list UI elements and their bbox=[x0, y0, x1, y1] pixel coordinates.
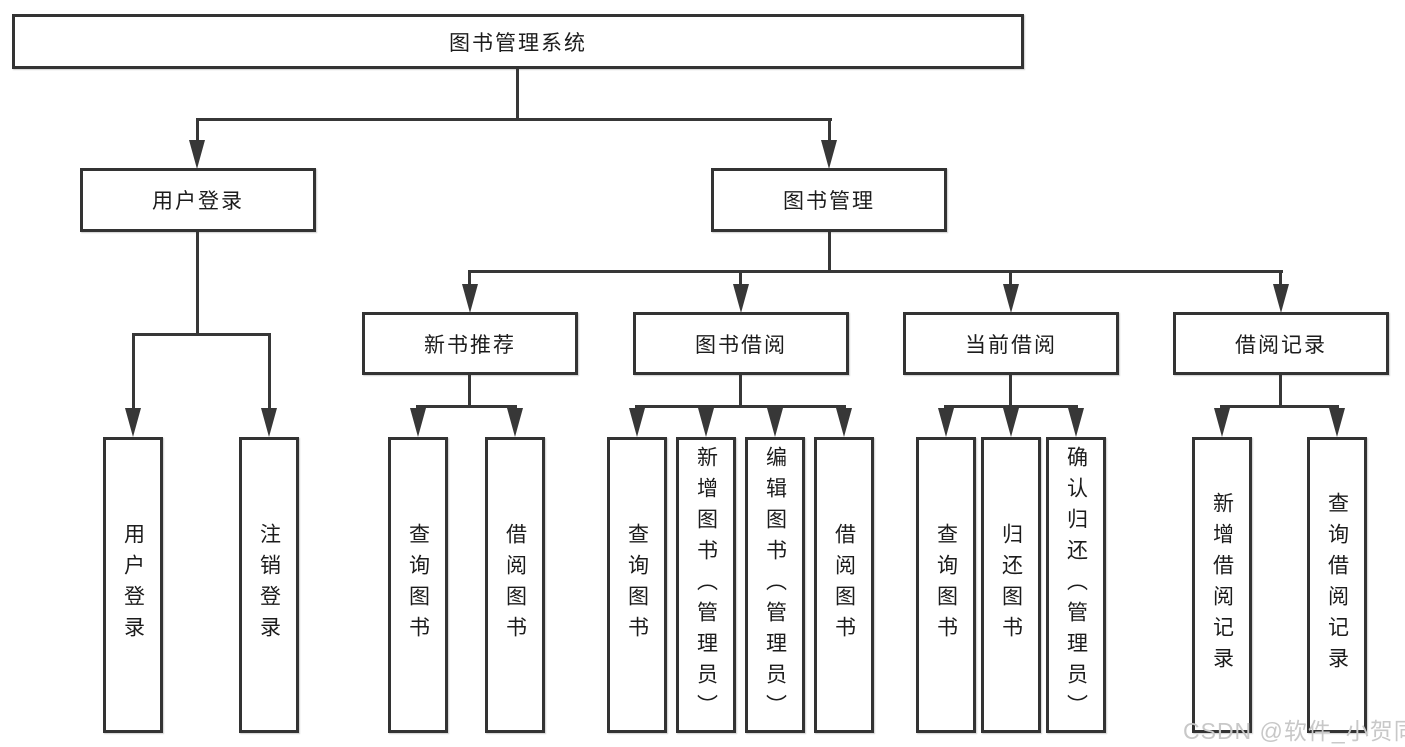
node-new-book-recommend: 新书推荐 bbox=[362, 312, 578, 375]
node-borrow-records: 借阅记录 bbox=[1173, 312, 1389, 375]
node-label: 查询借阅记录 bbox=[1325, 492, 1349, 678]
connector-group-drop bbox=[739, 273, 742, 286]
arrow-down-icon bbox=[698, 408, 714, 437]
connector-user-child-drop bbox=[268, 336, 271, 409]
arrow-down-icon bbox=[821, 140, 837, 169]
arrow-down-icon bbox=[733, 284, 749, 313]
node-query-books: 查询图书 bbox=[607, 437, 667, 733]
arrow-down-icon bbox=[1003, 284, 1019, 313]
node-label: 借阅图书 bbox=[503, 523, 527, 647]
arrow-down-icon bbox=[1329, 408, 1345, 437]
node-logout-action: 注销登录 bbox=[239, 437, 299, 733]
node-query-books: 查询图书 bbox=[916, 437, 976, 733]
node-root-label: 图书管理系统 bbox=[449, 31, 587, 55]
connector-group-bar bbox=[416, 405, 517, 408]
node-label: 编辑图书（管理员） bbox=[763, 445, 787, 725]
arrow-down-icon bbox=[938, 408, 954, 437]
connector-group-drop bbox=[1279, 273, 1282, 286]
node-label: 查询图书 bbox=[934, 523, 958, 647]
arrow-down-icon bbox=[1068, 408, 1084, 437]
node-borrow-books: 借阅图书 bbox=[814, 437, 874, 733]
node-label: 查询图书 bbox=[406, 523, 430, 647]
node-user-login: 用户登录 bbox=[80, 168, 316, 232]
connector-user-drop bbox=[196, 121, 199, 141]
node-label: 新书推荐 bbox=[424, 333, 516, 357]
connector-group-bar bbox=[635, 405, 846, 408]
connector-group-stem bbox=[468, 375, 471, 408]
arrow-down-icon bbox=[1273, 284, 1289, 313]
arrow-down-icon bbox=[410, 408, 426, 437]
connector-group-drop bbox=[1009, 273, 1012, 286]
connector-user-child-drop bbox=[132, 336, 135, 409]
node-label: 查询图书 bbox=[625, 523, 649, 647]
connector-mgmt-stem bbox=[828, 232, 831, 273]
connector-group-stem bbox=[1009, 375, 1012, 408]
node-label: 图书借阅 bbox=[695, 333, 787, 357]
node-query-books: 查询图书 bbox=[388, 437, 448, 733]
node-label: 用户登录 bbox=[121, 523, 145, 647]
node-add-borrow-record: 新增借阅记录 bbox=[1192, 437, 1252, 733]
node-label: 当前借阅 bbox=[965, 333, 1057, 357]
node-query-borrow-record: 查询借阅记录 bbox=[1307, 437, 1367, 733]
node-label: 归还图书 bbox=[999, 523, 1023, 647]
node-label: 新增图书（管理员） bbox=[694, 445, 718, 725]
node-root: 图书管理系统 bbox=[12, 14, 1024, 69]
connector-root-bar bbox=[196, 118, 832, 121]
arrow-down-icon bbox=[629, 408, 645, 437]
arrow-down-icon bbox=[1214, 408, 1230, 437]
arrow-down-icon bbox=[462, 284, 478, 313]
node-label: 注销登录 bbox=[257, 523, 281, 647]
node-return-books: 归还图书 bbox=[981, 437, 1041, 733]
arrow-down-icon bbox=[836, 408, 852, 437]
arrow-down-icon bbox=[125, 408, 141, 437]
node-confirm-return-admin: 确认归还（管理员） bbox=[1046, 437, 1106, 733]
node-book-management-label: 图书管理 bbox=[783, 190, 875, 213]
arrow-down-icon bbox=[189, 140, 205, 169]
connector-root-stem bbox=[516, 69, 519, 121]
connector-mgmt-drop bbox=[828, 121, 831, 141]
node-book-borrow: 图书借阅 bbox=[633, 312, 849, 375]
connector-group-bar bbox=[944, 405, 1078, 408]
arrow-down-icon bbox=[261, 408, 277, 437]
node-user-login-label: 用户登录 bbox=[152, 190, 244, 213]
node-borrow-books: 借阅图书 bbox=[485, 437, 545, 733]
node-label: 确认归还（管理员） bbox=[1064, 445, 1088, 725]
connector-group-bar bbox=[1220, 405, 1339, 408]
arrow-down-icon bbox=[767, 408, 783, 437]
node-edit-books-admin: 编辑图书（管理员） bbox=[745, 437, 805, 733]
node-user-login-action: 用户登录 bbox=[103, 437, 163, 733]
csdn-watermark: CSDN @软件_小贺同学 bbox=[1183, 718, 1405, 744]
node-label: 借阅图书 bbox=[832, 523, 856, 647]
connector-group-stem bbox=[1279, 375, 1282, 408]
connector-group-drop bbox=[468, 273, 471, 286]
arrow-down-icon bbox=[1003, 408, 1019, 437]
node-current-borrow: 当前借阅 bbox=[903, 312, 1119, 375]
connector-user-stem bbox=[196, 232, 199, 336]
connector-group-stem bbox=[739, 375, 742, 408]
node-label: 借阅记录 bbox=[1235, 333, 1327, 357]
node-book-management: 图书管理 bbox=[711, 168, 947, 232]
connector-mgmt-bar bbox=[468, 270, 1283, 273]
connector-user-bar bbox=[132, 333, 271, 336]
node-add-books-admin: 新增图书（管理员） bbox=[676, 437, 736, 733]
arrow-down-icon bbox=[507, 408, 523, 437]
node-label: 新增借阅记录 bbox=[1210, 492, 1234, 678]
